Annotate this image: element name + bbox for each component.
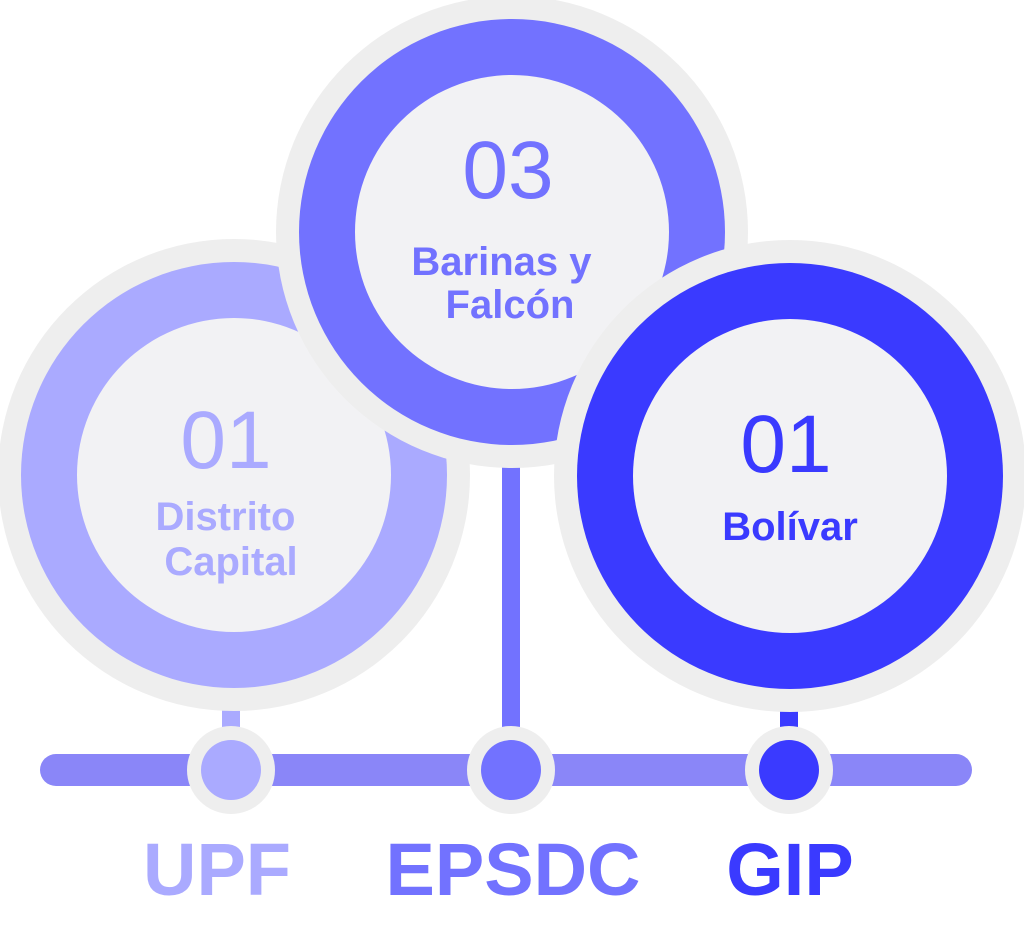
place-gip-line-1: Bolívar [722,505,858,549]
item-epsdc: 03 Barinas y Falcón EPSDC [276,0,748,911]
place-upf: Distrito Capital [155,495,306,584]
label-upf: UPF [143,828,291,911]
label-gip: GIP [726,828,853,911]
node-dot-gip [759,740,819,800]
item-gip: 01 Bolívar GIP [554,240,1024,911]
circle-inner-upf [77,318,391,632]
node-dot-upf [201,740,261,800]
place-gip: Bolívar [722,505,858,549]
count-epsdc: 03 [462,125,553,216]
node-dot-epsdc [481,740,541,800]
circle-inner-gip [633,319,947,633]
count-gip: 01 [740,399,831,490]
place-epsdc-line-2: Falcón [446,283,575,327]
count-upf: 01 [180,395,271,486]
place-upf-line-1: Distrito [155,495,295,539]
label-epsdc: EPSDC [386,828,641,911]
place-upf-line-2: Capital [164,540,297,584]
circle-inner-epsdc [355,75,669,389]
place-epsdc: Barinas y Falcón [411,240,602,327]
place-epsdc-line-1: Barinas y [411,240,592,284]
